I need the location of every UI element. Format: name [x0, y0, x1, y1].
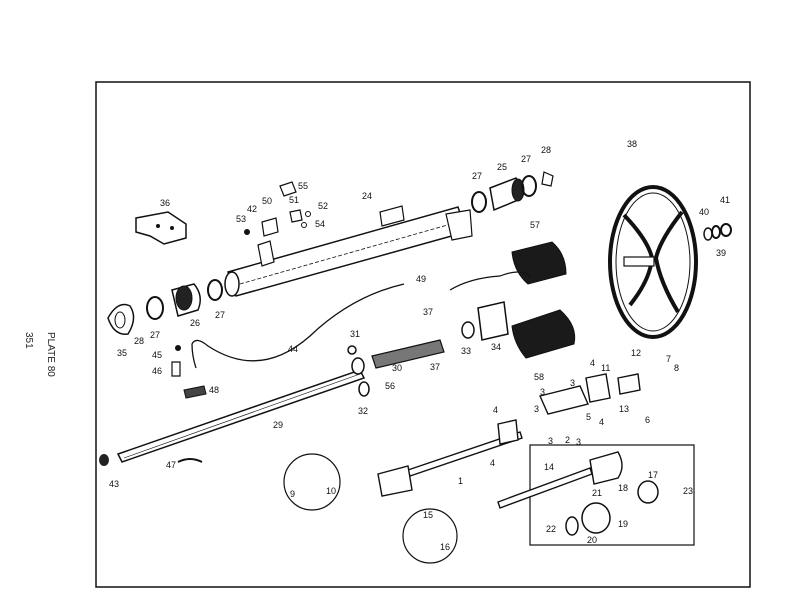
switch-shroud [449, 241, 576, 359]
callout-5: 5 [586, 412, 591, 422]
callout-56: 56 [385, 381, 395, 391]
callout-23: 23 [683, 486, 693, 496]
callout-3: 3 [576, 437, 581, 447]
plate-label: PLATE 80 [45, 332, 56, 377]
callout-48: 48 [209, 385, 219, 395]
callout-31: 31 [350, 329, 360, 339]
lower-bush-rings [107, 279, 223, 335]
callout-54: 54 [315, 219, 325, 229]
callout-28: 28 [541, 145, 551, 155]
callout-24: 24 [362, 191, 372, 201]
callout-53: 53 [236, 214, 246, 224]
callout-38: 38 [627, 139, 637, 149]
callout-26: 26 [190, 318, 200, 328]
callout-33: 33 [461, 346, 471, 356]
callout-37: 37 [430, 362, 440, 372]
callout-44: 44 [288, 344, 298, 354]
detail-inset-9-10 [283, 453, 341, 511]
lower-shaft-assembly [377, 373, 641, 497]
callout-50: 50 [262, 196, 272, 206]
steering-wheel [608, 185, 698, 339]
callout-6: 6 [645, 415, 650, 425]
callout-18: 18 [618, 483, 628, 493]
callout-55: 55 [298, 181, 308, 191]
lower-column-parts [497, 451, 659, 536]
callout-4: 4 [490, 458, 495, 468]
detail-inset-15-16 [402, 508, 458, 564]
switch-parts [244, 181, 311, 237]
callout-10: 10 [326, 486, 336, 496]
callout-8: 8 [674, 363, 679, 373]
callout-58: 58 [534, 372, 544, 382]
callout-51: 51 [289, 195, 299, 205]
callout-12: 12 [631, 348, 641, 358]
callout-16: 16 [440, 542, 450, 552]
callout-46: 46 [152, 366, 162, 376]
inner-column-shaft [99, 339, 445, 466]
upper-bush-rings [471, 171, 554, 213]
callout-41: 41 [720, 195, 730, 205]
callout-14: 14 [544, 462, 554, 472]
callout-21: 21 [592, 488, 602, 498]
callout-29: 29 [273, 420, 283, 430]
page-number: 351 [23, 332, 34, 349]
callout-42: 42 [247, 204, 257, 214]
callout-37: 37 [423, 307, 433, 317]
callout-19: 19 [618, 519, 628, 529]
callout-43: 43 [109, 479, 119, 489]
callout-13: 13 [619, 404, 629, 414]
callout-25: 25 [497, 162, 507, 172]
callout-15: 15 [423, 510, 433, 520]
callout-28: 28 [134, 336, 144, 346]
callout-39: 39 [716, 248, 726, 258]
callout-17: 17 [648, 470, 658, 480]
callout-11: 11 [601, 363, 610, 373]
plate-frame [95, 81, 751, 588]
callout-4: 4 [599, 417, 604, 427]
callout-57: 57 [530, 220, 540, 230]
callout-4: 4 [590, 358, 595, 368]
callout-3: 3 [548, 436, 553, 446]
horn-cable [191, 283, 405, 369]
callout-3: 3 [540, 387, 545, 397]
callout-34: 34 [491, 342, 501, 352]
callout-49: 49 [416, 274, 426, 284]
callout-45: 45 [152, 350, 162, 360]
callout-1: 1 [458, 476, 463, 486]
callout-27: 27 [150, 330, 160, 340]
callout-3: 3 [534, 404, 539, 414]
callout-4: 4 [493, 405, 498, 415]
wheel-nut-washers [703, 223, 732, 241]
callout-27: 27 [472, 171, 482, 181]
callout-36: 36 [160, 198, 170, 208]
callout-2: 2 [565, 435, 570, 445]
callout-40: 40 [699, 207, 709, 217]
outer-column-tube [224, 205, 473, 297]
callout-3: 3 [570, 378, 575, 388]
callout-35: 35 [117, 348, 127, 358]
callout-52: 52 [318, 201, 328, 211]
callout-32: 32 [358, 406, 368, 416]
callout-30: 30 [392, 363, 402, 373]
small-fittings [171, 345, 370, 463]
callout-22: 22 [546, 524, 556, 534]
callout-27: 27 [521, 154, 531, 164]
callout-27: 27 [215, 310, 225, 320]
callout-20: 20 [587, 535, 597, 545]
mounting-bracket [135, 211, 187, 245]
callout-7: 7 [666, 354, 671, 364]
callout-9: 9 [290, 489, 295, 499]
callout-47: 47 [166, 460, 176, 470]
